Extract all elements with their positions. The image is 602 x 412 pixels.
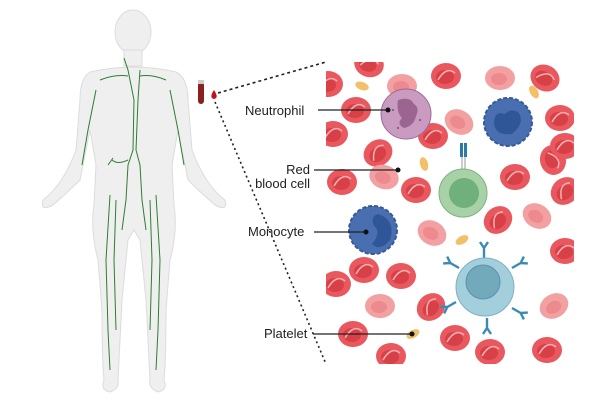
lymphocyte-cell: [438, 143, 488, 218]
neutrophil-label: Neutrophil: [245, 103, 304, 118]
monocyte-cell: [483, 97, 533, 147]
platelet-label: Platelet: [264, 326, 308, 341]
label-platelet: Platelet: [264, 326, 415, 341]
human-body-icon: [42, 9, 226, 393]
lymphatic-system-icon: [81, 57, 185, 371]
monocyte-cell: [348, 205, 398, 255]
label-red-blood-cell: Red blood cell: [255, 162, 401, 191]
red-blood-cell-label-line1: Red: [286, 162, 310, 177]
red-blood-cell: [326, 70, 344, 98]
zoom-line-top: [217, 61, 327, 94]
b-cell: [438, 240, 530, 336]
monocyte-label: Monocyte: [248, 224, 304, 239]
red-blood-cell-label-line2: blood cell: [255, 176, 310, 191]
blood-cell-panel: [326, 62, 574, 364]
blood-tube-icon: [198, 80, 204, 104]
label-monocyte: Monocyte: [248, 224, 369, 239]
blood-drop-icon: [211, 90, 217, 99]
label-neutrophil: Neutrophil: [245, 103, 391, 118]
neutrophil-cell: [380, 88, 432, 140]
